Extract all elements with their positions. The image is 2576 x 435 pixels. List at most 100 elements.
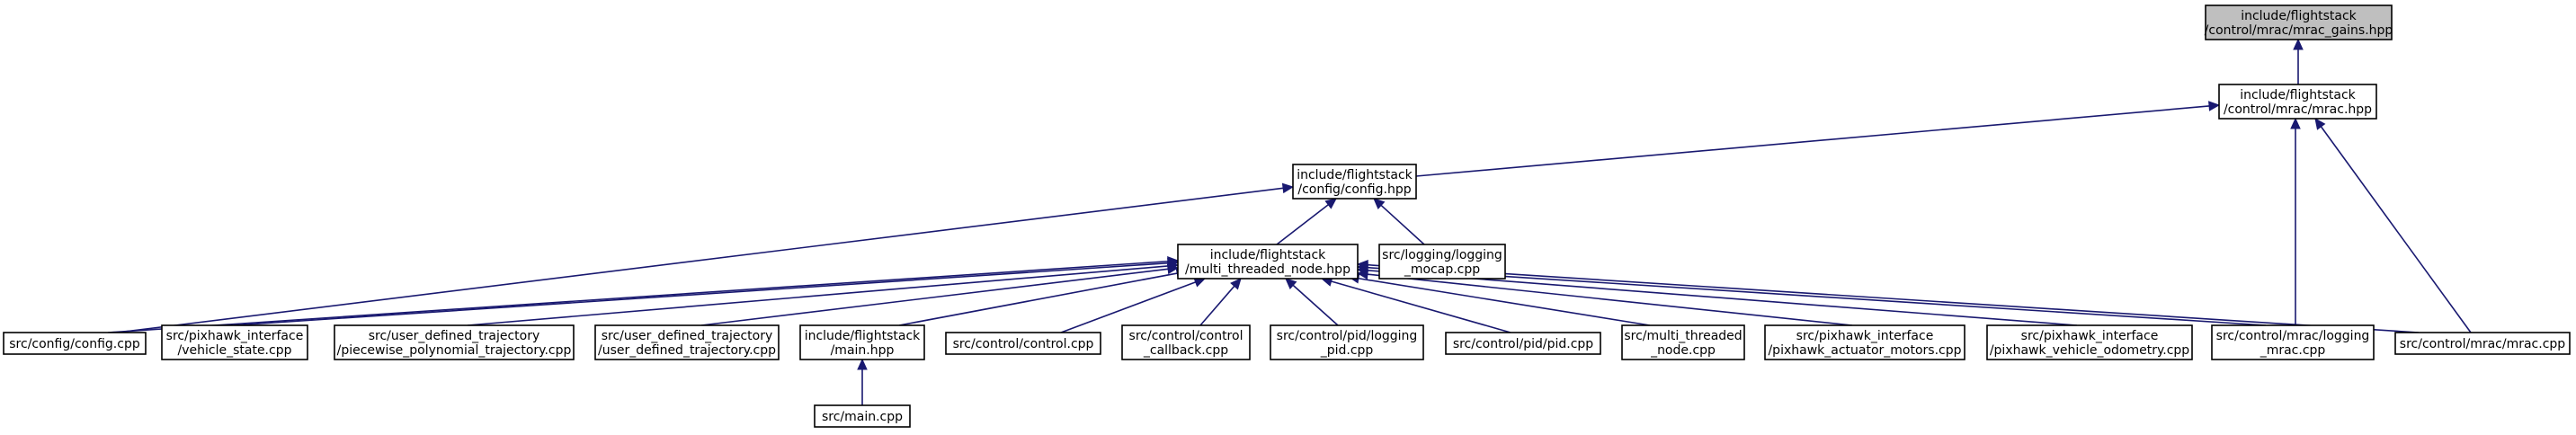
file-node-n16[interactable]: src/pixhawk_interface/pixhawk_vehicle_od…	[1986, 324, 2193, 360]
edge-line	[1292, 284, 1339, 326]
file-node-n13[interactable]: src/control/pid/pid.cpp	[1445, 332, 1601, 355]
edge-line	[1415, 105, 2210, 177]
node-box	[945, 332, 1101, 355]
node-label-line: src/pixhawk_interface	[1796, 329, 1934, 343]
file-node-n14[interactable]: src/multi_threaded_node.cpp	[1621, 324, 1745, 360]
node-label-line: /vehicle_state.cpp	[178, 343, 292, 358]
node-label-line: /pixhawk_vehicle_odometry.cpp	[1990, 343, 2189, 358]
edge-n18-n3	[1356, 259, 2420, 333]
node-label-line: src/control/control.cpp	[953, 337, 1094, 351]
node-box	[1177, 244, 1359, 280]
file-node-n5[interactable]: src/config/config.cpp	[3, 332, 147, 355]
edge-arrowhead	[1230, 278, 1242, 290]
file-node-n15[interactable]: src/pixhawk_interface/pixhawk_actuator_m…	[1764, 324, 1965, 360]
file-node-n0[interactable]: include/flightstack/control/mrac/mrac_ga…	[2205, 4, 2393, 40]
edge-line	[1367, 270, 2078, 326]
file-node-n7[interactable]: src/user_defined_trajectory/piecewise_po…	[334, 324, 575, 360]
node-label-line: include/flightstack	[2241, 9, 2357, 23]
edge-arrowhead	[1356, 259, 1368, 271]
node-box	[2211, 324, 2375, 360]
edge-n13-n3	[1320, 276, 1511, 333]
edge-arrowhead	[2290, 117, 2301, 129]
edge-line	[1367, 266, 2267, 326]
edge-arrowhead	[1281, 182, 1295, 194]
file-node-n10[interactable]: src/control/control.cpp	[945, 332, 1101, 355]
edge-line	[1367, 263, 2420, 333]
node-label-line: _node.cpp	[1650, 343, 1716, 358]
edge-n18-n1	[2314, 118, 2472, 333]
node-box	[1270, 324, 1424, 360]
node-label-line: src/main.cpp	[822, 410, 903, 424]
node-box	[594, 324, 780, 360]
file-node-n19[interactable]: src/main.cpp	[814, 404, 911, 428]
edge-arrowhead	[2314, 118, 2326, 130]
edge-line	[467, 265, 1169, 326]
edge-line	[1199, 285, 1235, 326]
edge-line	[116, 187, 1284, 333]
node-box	[1121, 324, 1251, 360]
edge-arrowhead	[1285, 278, 1297, 289]
edge-line	[1367, 273, 1853, 326]
edge-n9-n3	[898, 268, 1189, 326]
edge-n5-n2	[116, 182, 1295, 333]
edge-arrowhead	[1166, 263, 1180, 275]
node-label-line: /config/config.hpp	[1297, 182, 1411, 197]
node-label-line: include/flightstack	[1297, 168, 1413, 182]
node-label-line: src/config/config.cpp	[9, 337, 140, 351]
node-label-line: _mocap.cpp	[1404, 262, 1480, 277]
edge-line	[1331, 280, 1511, 333]
node-box	[1986, 324, 2193, 360]
node-label-line: src/control/pid/pid.cpp	[1453, 337, 1593, 351]
node-box	[3, 332, 147, 355]
node-label-line: src/control/pid/logging	[1277, 329, 1418, 343]
edge-line	[1276, 204, 1329, 245]
node-box	[1764, 324, 1965, 360]
node-label-line: src/user_defined_trajectory	[369, 329, 540, 343]
node-box	[799, 324, 925, 360]
node-label-line: src/control/control	[1129, 329, 1243, 343]
node-label-line: /user_defined_trajectory.cpp	[598, 343, 776, 358]
file-node-n17[interactable]: src/control/mrac/logging_mrac.cpp	[2211, 324, 2375, 360]
node-label-line: src/control/mrac/logging	[2216, 329, 2370, 343]
node-box	[2205, 4, 2393, 40]
edge-line	[898, 272, 1178, 326]
node-box	[334, 324, 575, 360]
edge-arrowhead	[2293, 38, 2304, 50]
edge-n1-n0	[2293, 38, 2304, 84]
node-box	[1292, 164, 1417, 200]
node-label-line: src/multi_threaded	[1624, 329, 1742, 343]
file-node-n4[interactable]: src/logging/logging_mocap.cpp	[1378, 244, 1506, 280]
file-node-n3[interactable]: include/flightstack/multi_threaded_node.…	[1177, 244, 1359, 280]
node-box	[1378, 244, 1506, 280]
edge-n11-n3	[1199, 278, 1242, 326]
node-label-line: /pixhawk_actuator_motors.cpp	[1768, 343, 1961, 358]
file-node-n11[interactable]: src/control/control_callback.cpp	[1121, 324, 1251, 360]
node-label-line: /control/mrac/mrac_gains.hpp	[2205, 23, 2393, 38]
edge-line	[2320, 126, 2472, 333]
edge-arrowhead	[2208, 101, 2221, 111]
edge-n2-n1	[1415, 101, 2221, 177]
file-node-n9[interactable]: include/flightstack/main.hpp	[799, 324, 925, 360]
file-node-n6[interactable]: src/pixhawk_interface/vehicle_state.cpp	[161, 324, 308, 360]
node-label-line: src/logging/logging	[1382, 248, 1502, 262]
node-label-line: src/pixhawk_interface	[166, 329, 304, 343]
edge-line	[1358, 277, 1651, 326]
node-label-line: _callback.cpp	[1143, 343, 1228, 358]
file-node-n8[interactable]: src/user_defined_trajectory/user_defined…	[594, 324, 780, 360]
file-node-n18[interactable]: src/control/mrac/mrac.cpp	[2394, 332, 2571, 355]
file-node-n1[interactable]: include/flightstack/control/mrac/mrac.hp…	[2218, 84, 2377, 120]
node-box	[1445, 332, 1601, 355]
edge-line	[700, 268, 1169, 326]
edge-line	[1380, 204, 1425, 245]
node-label-line: _mrac.cpp	[2260, 343, 2326, 358]
edge-arrowhead	[1373, 198, 1386, 210]
node-label-line: /piecewise_polynomial_trajectory.cpp	[337, 343, 572, 358]
edge-n10-n3	[1060, 277, 1207, 333]
file-node-n2[interactable]: include/flightstack/config/config.hpp	[1292, 164, 1417, 200]
node-box	[2394, 332, 2571, 355]
edge-n4-n2	[1373, 198, 1425, 245]
file-node-n12[interactable]: src/control/pid/logging_pid.cpp	[1270, 324, 1424, 360]
file-nodes: include/flightstack/control/mrac/mrac_ga…	[3, 4, 2571, 428]
node-label-line: /main.hpp	[831, 343, 895, 358]
